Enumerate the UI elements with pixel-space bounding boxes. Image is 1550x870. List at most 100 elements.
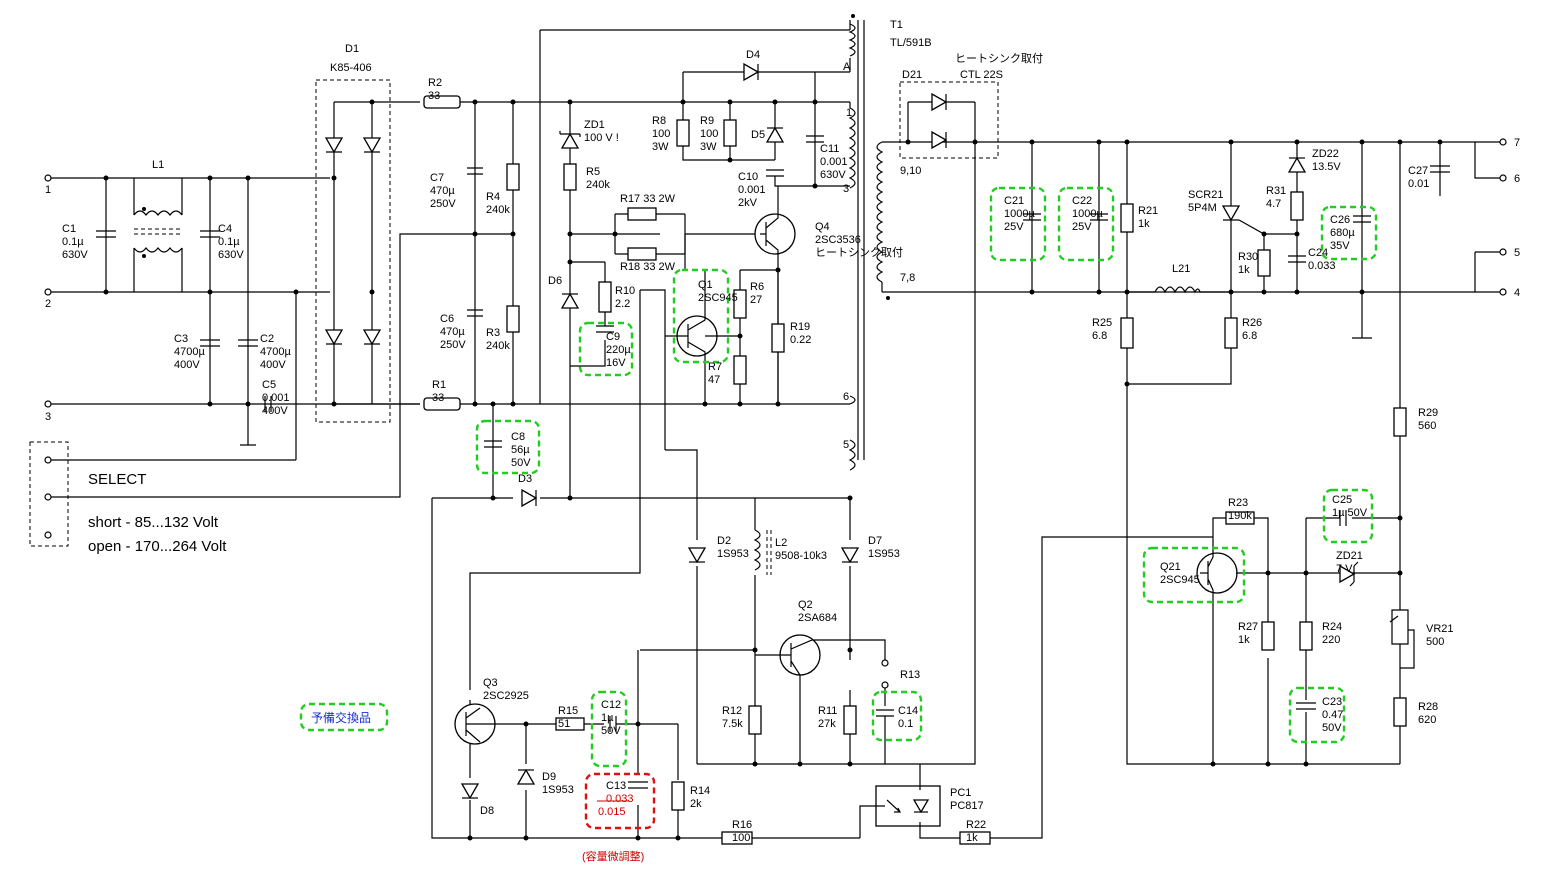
- snubber-network: [676, 62, 850, 189]
- label-r30-0: R30: [1238, 251, 1258, 263]
- label-zd22-1: 13.5V: [1312, 161, 1341, 173]
- label-r16-1: 100: [732, 832, 750, 844]
- label-r28-0: R28: [1418, 701, 1438, 713]
- label-c21-2: 25V: [1004, 221, 1024, 233]
- d1-part: K85-406: [330, 62, 372, 74]
- label-r5-0: R5: [586, 166, 600, 178]
- terminal-2[interactable]: [44, 288, 52, 296]
- label-r30-1: 1k: [1238, 264, 1250, 276]
- select-jumper[interactable]: SELECT short - 85...132 Volt open - 170.…: [29, 233, 513, 555]
- label-r12-1: 7.5k: [722, 718, 743, 730]
- resistor-r2: [423, 95, 540, 109]
- label-zd1-1: 100 V !: [584, 132, 619, 144]
- label-r24-1: 220: [1322, 634, 1340, 646]
- output-filter: [1023, 139, 1400, 765]
- label-zd21-0: ZD21: [1336, 550, 1363, 562]
- label-r14-0: R14: [690, 785, 710, 797]
- label-c21-1: 1000µ: [1004, 208, 1035, 220]
- terminal-5[interactable]: [1499, 248, 1507, 256]
- label-c23-1: 0.47: [1322, 709, 1343, 721]
- label-l1-0: L1: [152, 159, 164, 171]
- label-c3-2: 400V: [174, 359, 200, 371]
- select-open-note: open - 170...264 Volt: [88, 538, 227, 555]
- label-q4-1: 2SC3536: [815, 234, 861, 246]
- label-d8-0: D8: [480, 805, 494, 817]
- label-terminal-1: 1: [45, 184, 51, 196]
- r10-c9: [570, 262, 614, 367]
- label-r25-1: 6.8: [1092, 330, 1107, 342]
- label-c11-0: C11: [820, 143, 839, 155]
- label-c26-0: C26: [1330, 214, 1350, 226]
- label-c8-1: 56µ: [511, 444, 530, 456]
- label-d6-0: D6: [548, 275, 562, 287]
- label-l2-1: 9508-10k3: [775, 550, 827, 562]
- label-r22-1: 1k: [966, 832, 978, 844]
- label-d4-0: D4: [746, 49, 760, 61]
- label-c2-1: 4700µ: [260, 346, 291, 358]
- legend-spare-box: [299, 702, 389, 732]
- label-r19-1: 0.22: [790, 334, 811, 346]
- label-d7-0: D7: [868, 535, 882, 547]
- label-r13-0: R13: [900, 669, 920, 681]
- label-c22-1: 1000µ: [1072, 208, 1103, 220]
- primary-filter-caps: [467, 99, 520, 407]
- label-r7-1: 47: [708, 374, 720, 386]
- label-c1-2: 630V: [62, 249, 88, 261]
- label-vr21-1: 500: [1426, 636, 1444, 648]
- label-r16-0: R16: [732, 819, 752, 831]
- highlight-boxes: [299, 186, 1378, 830]
- terminal-3[interactable]: [44, 400, 52, 408]
- label-r9-0: R9: [700, 115, 714, 127]
- label-r2-1: 33: [428, 90, 440, 102]
- label-r4-0: R4: [486, 191, 500, 203]
- label-c25-1: 1µ 50V: [1332, 507, 1368, 519]
- label-pc1-1: PC817: [950, 800, 984, 812]
- optocoupler-pc1: [859, 142, 1213, 845]
- label-r15-1: 51: [558, 718, 570, 730]
- rectifier-d21: [899, 81, 999, 159]
- winding-9-10: 9,10: [900, 165, 921, 177]
- label-r29-0: R29: [1418, 407, 1438, 419]
- label-c5-0: C5: [262, 379, 276, 391]
- label-l2-0: L2: [775, 537, 787, 549]
- label-r4-1: 240k: [486, 204, 510, 216]
- label-c9-2: 16V: [606, 357, 626, 369]
- terminal-1[interactable]: [44, 174, 52, 182]
- label-q1-1: 2SC945: [698, 292, 738, 304]
- label-zd22-0: ZD22: [1312, 148, 1339, 160]
- resistor-r1: [423, 397, 850, 411]
- label-r15-0: R15: [558, 705, 578, 717]
- label-c6-1: 470µ: [440, 326, 465, 338]
- label-r27-1: 1k: [1238, 634, 1250, 646]
- label-terminal-5: 5: [1514, 247, 1520, 259]
- label-r2-0: R2: [428, 77, 442, 89]
- label-r23-1: 190k: [1228, 510, 1252, 522]
- select-label: SELECT: [88, 471, 146, 488]
- terminal-6[interactable]: [1499, 174, 1507, 182]
- label-r9-2: 3W: [700, 141, 717, 153]
- label-c21-0: C21: [1004, 195, 1024, 207]
- winding-7-8: 7,8: [900, 272, 915, 284]
- label-pc1-0: PC1: [950, 787, 971, 799]
- label-r22-0: R22: [966, 819, 986, 831]
- winding-5: 5: [843, 439, 849, 451]
- label-r8-0: R8: [652, 115, 666, 127]
- label-c12-1: 1µ: [601, 712, 614, 724]
- highlight-c25: [1322, 488, 1374, 544]
- label-r21-1: 1k: [1138, 218, 1150, 230]
- label-terminal-2: 2: [45, 298, 51, 310]
- label-q2-1: 2SA684: [798, 612, 837, 624]
- label-d5-0: D5: [751, 129, 765, 141]
- label-c5-2: 400V: [262, 405, 288, 417]
- label-c1-0: C1: [62, 223, 76, 235]
- terminal-7[interactable]: [1499, 138, 1507, 146]
- r17-r18-pair: [612, 207, 760, 270]
- input-wiring: [44, 174, 420, 460]
- label-c10-0: C10: [738, 171, 758, 183]
- label-q21-1: 2SC945: [1160, 574, 1200, 586]
- label-c22-2: 25V: [1072, 221, 1092, 233]
- terminal-4[interactable]: [1499, 288, 1507, 296]
- label-c23-2: 50V: [1322, 722, 1342, 734]
